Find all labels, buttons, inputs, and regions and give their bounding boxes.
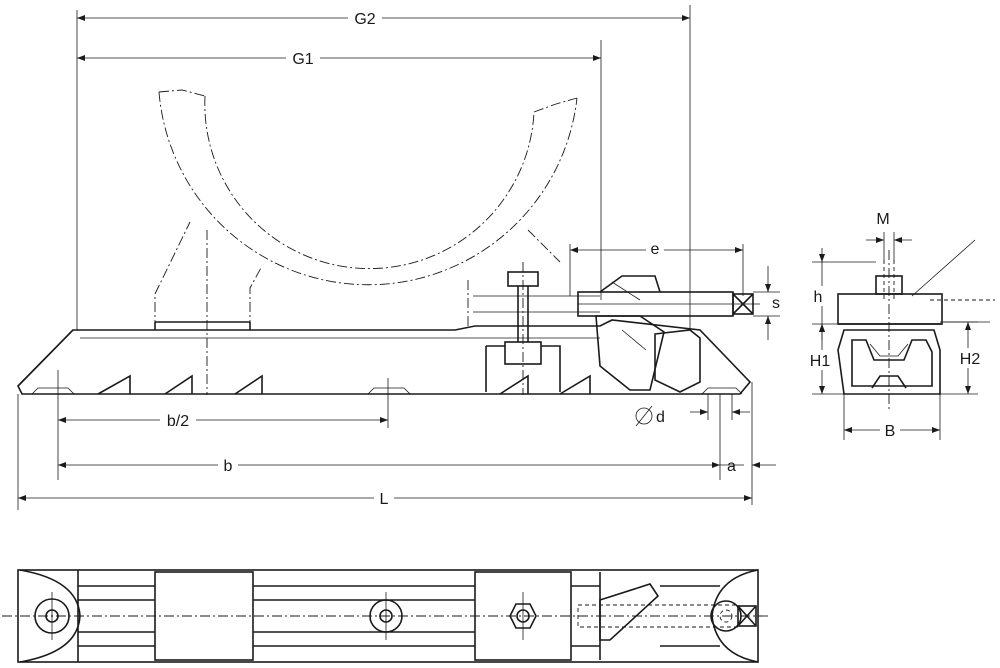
label-L: L: [380, 491, 389, 508]
dim-H2: H2: [940, 321, 988, 395]
dim-G1: G1: [77, 48, 601, 68]
label-G1: G1: [292, 51, 313, 68]
dim-B: B: [843, 394, 941, 440]
label-h: h: [814, 289, 823, 306]
adjusting-screw: [577, 275, 760, 393]
dim-e: e: [569, 238, 744, 296]
label-d: d: [656, 409, 665, 426]
label-b-half: b/2: [167, 413, 189, 430]
dim-L: L: [17, 394, 752, 510]
label-H1: H1: [810, 353, 831, 370]
dim-b-half: b/2: [57, 370, 389, 480]
label-e: e: [651, 241, 660, 258]
label-B: B: [885, 423, 896, 440]
front-view: G2 G1 e s b/2: [17, 5, 780, 510]
dim-d: d: [635, 394, 750, 427]
label-G2: G2: [354, 11, 375, 28]
side-view: M h H1 H2: [804, 211, 995, 440]
base-bed: [17, 319, 752, 395]
clamp-bolt: [473, 262, 600, 395]
dim-M: M: [866, 211, 912, 262]
dim-H1: H1: [804, 324, 844, 395]
pipe-section: [158, 89, 578, 395]
dim-s: s: [753, 266, 780, 340]
label-H2: H2: [960, 351, 981, 368]
dim-b: b: [58, 394, 721, 480]
dim-h: h: [808, 248, 876, 340]
dim-a: a: [720, 382, 776, 505]
dim-G2: G2: [77, 8, 690, 28]
label-M: M: [876, 211, 889, 228]
label-s: s: [772, 295, 780, 312]
top-view: [2, 569, 770, 663]
saddle-support: [154, 221, 561, 330]
label-b: b: [224, 458, 233, 475]
label-a: a: [727, 458, 736, 475]
